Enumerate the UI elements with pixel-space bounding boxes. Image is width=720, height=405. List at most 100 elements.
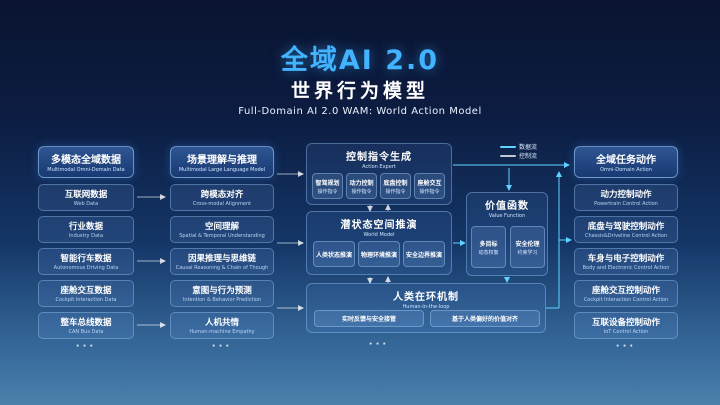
action-column-header: 全域任务动作 Omni-Domain Action xyxy=(574,146,678,178)
item-label: 智能行车数据 xyxy=(60,254,112,264)
left-column-title-en: Multimodal Omni-Domain Data xyxy=(47,167,125,173)
list-item-industry-data: 行业数据 Industry Data xyxy=(38,216,134,243)
item-sublabel: CAN Bus Data xyxy=(68,329,104,335)
list-item-body-action: 车身与电子控制动作 Body and Electronic Control Ac… xyxy=(574,248,678,275)
item-sublabel: Cockpit Interaction Control Action xyxy=(583,297,669,303)
item-label: 动力控制动作 xyxy=(600,190,652,200)
legend-label-data-flow: 数据流 xyxy=(519,144,538,151)
list-item-driving-data: 智能行车数据 Autonomous Driving Data xyxy=(38,248,134,275)
item-sublabel: Body and Electronic Control Action xyxy=(582,265,670,271)
item-label: 座舱交互控制动作 xyxy=(591,286,660,296)
item-label: 人机共情 xyxy=(204,318,239,328)
reasoning-column-title: 场景理解与推理 xyxy=(187,155,257,166)
mini-box-human-state: 人类状态推演 xyxy=(313,241,355,267)
reasoning-column-header: 场景理解与推理 Multimodal Large Language Model xyxy=(170,146,274,178)
world-model-panel: 潜状态空间推演 World Model xyxy=(306,211,452,275)
flow-legend: 数据流 控制流 xyxy=(500,142,537,160)
value-function-title: 价值函数 xyxy=(485,201,529,212)
data-flow-line-icon xyxy=(500,145,516,148)
mini-label: 安全伦理 xyxy=(515,240,540,248)
legend-row-data-flow: 数据流 xyxy=(500,142,537,151)
value-function-panel: 价值函数 Value Function xyxy=(466,192,548,276)
list-item-cockpit-action: 座舱交互控制动作 Cockpit Interaction Control Act… xyxy=(574,280,678,307)
world-model-title: 潜状态空间推演 xyxy=(340,220,418,231)
list-item-iot-action: 互联设备控制动作 IoT Control Action xyxy=(574,312,678,339)
item-label: 意图与行为预测 xyxy=(192,286,252,296)
list-item-empathy: 人机共情 Human-machine Empathy xyxy=(170,312,274,339)
page-title: 全域AI 2.0 xyxy=(280,45,440,76)
mini-label: 智驾规划 xyxy=(315,179,340,187)
mini-label: 物理环境推演 xyxy=(360,251,397,259)
mini-box-driving-command: 智驾规划 操作指令 xyxy=(312,173,343,199)
mini-label: 实时反馈与安全接管 xyxy=(341,316,396,323)
mini-label: 底盘控制 xyxy=(383,179,408,187)
item-sublabel: Industry Data xyxy=(68,233,104,239)
reasoning-column-title-en: Multimodal Large Language Model xyxy=(178,167,266,173)
item-label: 行业数据 xyxy=(68,222,103,232)
mini-box-realtime-feedback: 实时反馈与安全接管 xyxy=(314,310,424,327)
mini-sublabel: 操作指令 xyxy=(419,188,440,195)
mini-label: 基于人类偏好的价值对齐 xyxy=(451,316,518,323)
item-label: 车身与电子控制动作 xyxy=(587,254,665,264)
mini-label: 动力控制 xyxy=(349,179,374,187)
human-loop-title: 人类在环机制 xyxy=(393,292,459,303)
action-column-title: 全域任务动作 xyxy=(596,155,656,166)
item-label: 因果推理与思维链 xyxy=(187,254,256,264)
human-loop-title-en: Human-in-the-loop xyxy=(402,304,450,310)
list-item-causal: 因果推理与思维链 Causal Reasoning & Chain of Tho… xyxy=(170,248,274,275)
page-subtitle: 世界行为模型 xyxy=(290,80,429,102)
mini-sublabel: 操作指令 xyxy=(385,188,406,195)
item-sublabel: Spatial & Temporal Understanding xyxy=(179,233,265,239)
left-column-header: 多模态全域数据 Multimodal Omni-Domain Data xyxy=(38,146,134,178)
mini-box-safety-boundary: 安全边界推演 xyxy=(403,241,445,267)
action-column-ellipsis: ··· xyxy=(615,341,637,352)
item-label: 整车总线数据 xyxy=(60,318,112,328)
mini-box-safety-ethics: 安全伦理 约束学习 xyxy=(510,226,545,268)
list-item-cockpit-data: 座舱交互数据 Cockpit Interaction Data xyxy=(38,280,134,307)
item-sublabel: Web Data xyxy=(73,201,99,207)
mini-sublabel: 操作指令 xyxy=(351,188,372,195)
list-item-powertrain-action: 动力控制动作 Powertrain Control Action xyxy=(574,184,678,211)
item-sublabel: Powertrain Control Action xyxy=(594,201,658,207)
mini-sublabel: 操作指令 xyxy=(317,188,338,195)
list-item-cross-modal: 跨模态对齐 Cross-modal Alignment xyxy=(170,184,274,211)
page-subtitle-en: Full-Domain AI 2.0 WAM: World Action Mod… xyxy=(238,106,482,117)
item-sublabel: IoT Control Action xyxy=(603,329,649,335)
mini-box-chassis-command: 底盘控制 操作指令 xyxy=(380,173,411,199)
action-expert-title-en: Action Expert xyxy=(362,164,396,170)
reasoning-column-ellipsis: ··· xyxy=(211,341,233,352)
mini-box-power-command: 动力控制 操作指令 xyxy=(346,173,377,199)
item-label: 互联设备控制动作 xyxy=(591,318,660,328)
control-flow-line-icon xyxy=(500,154,516,157)
mini-label: 安全边界推演 xyxy=(405,251,442,259)
action-expert-title: 控制指令生成 xyxy=(346,152,412,163)
item-label: 跨模态对齐 xyxy=(200,190,244,200)
legend-row-control-flow: 控制流 xyxy=(500,151,537,160)
mini-sublabel: 动态权衡 xyxy=(478,249,499,256)
human-loop-panel: 人类在环机制 Human-in-the-loop xyxy=(306,283,546,333)
mini-sublabel: 约束学习 xyxy=(517,249,538,256)
item-sublabel: Human-machine Empathy xyxy=(189,329,255,335)
item-label: 底盘与驾驶控制动作 xyxy=(587,222,665,232)
item-sublabel: Causal Reasoning & Chain of Though xyxy=(175,265,269,271)
item-label: 座舱交互数据 xyxy=(60,286,112,296)
mini-label: 人类状态推演 xyxy=(315,251,352,259)
mini-box-preference-alignment: 基于人类偏好的价值对齐 xyxy=(430,310,540,327)
item-sublabel: Cockpit Interaction Data xyxy=(55,297,117,303)
list-item-chassis-action: 底盘与驾驶控制动作 Chassis&Driveline Control Acti… xyxy=(574,216,678,243)
item-sublabel: Cross-modal Alignment xyxy=(192,201,252,207)
item-label: 空间理解 xyxy=(204,222,239,232)
left-column-ellipsis: ··· xyxy=(75,341,97,352)
item-sublabel: Intention & Behavior Prediction xyxy=(182,297,262,303)
center-ellipsis: ··· xyxy=(368,339,390,350)
list-item-canbus-data: 整车总线数据 CAN Bus Data xyxy=(38,312,134,339)
list-item-intention: 意图与行为预测 Intention & Behavior Prediction xyxy=(170,280,274,307)
item-sublabel: Chassis&Driveline Control Action xyxy=(584,233,668,239)
mini-label: 多目标 xyxy=(479,240,498,248)
mini-box-cockpit-command: 座舱交互 操作指令 xyxy=(414,173,445,199)
left-column-title: 多模态全域数据 xyxy=(51,155,121,166)
list-item-web-data: 互联网数据 Web Data xyxy=(38,184,134,211)
item-sublabel: Autonomous Driving Data xyxy=(53,265,119,271)
legend-label-control-flow: 控制流 xyxy=(519,153,538,160)
